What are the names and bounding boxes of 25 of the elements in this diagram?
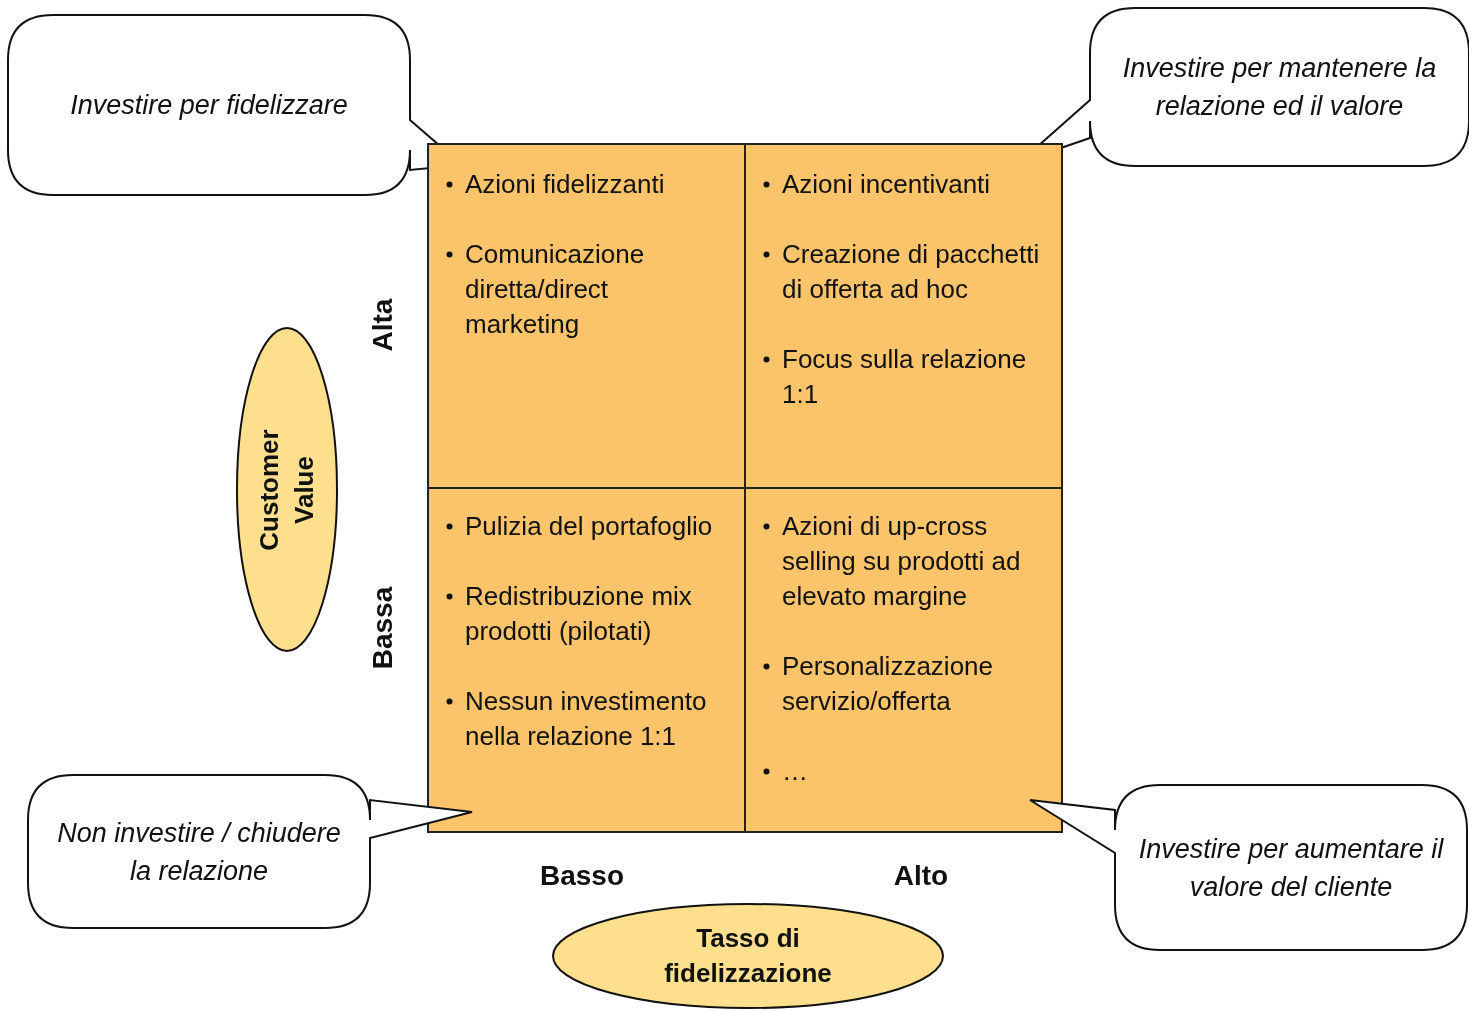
bullet-item: Azioni fidelizzanti	[465, 169, 665, 199]
matrix-quadrant	[427, 143, 746, 489]
bullet-item: Focus sulla relazione 1:1	[782, 344, 1027, 409]
callout-text: Non investire / chiudere la relazione	[56, 816, 342, 888]
bullet-item: Personalizzazione servizio/offerta	[782, 651, 993, 716]
callout-text: Investire per aumentare il valore del cliente	[1137, 832, 1445, 904]
bullet-item: Redistribuzione mix prodotti (pilotati)	[465, 581, 692, 646]
axis-title: Customer Value	[253, 427, 320, 553]
bullet-item: Azioni incentivanti	[782, 169, 991, 199]
bullet-item: Creazione di pacchetti di offerta ad hoc	[782, 239, 1040, 304]
bullet-item: Comunicazione diretta/direct marketing	[465, 239, 645, 339]
callout-text: Investire per fidelizzare	[70, 89, 348, 122]
axis-title: Tasso di fidelizzazione	[663, 922, 833, 990]
bullet-item: Pulizia del portafoglio	[465, 511, 713, 541]
axis-level-label: Basso	[540, 860, 624, 892]
matrix-quadrant	[744, 143, 1063, 489]
matrix-quadrant	[744, 487, 1063, 833]
bullet-item: Nessun investimento nella relazione 1:1	[465, 686, 707, 751]
axis-level-label: Alta	[367, 298, 399, 352]
callout-text: Investire per mantenere la relazione ed il valore	[1121, 52, 1438, 123]
bullet-item: Azioni di up-cross selling su prodotti ad elevato margine	[782, 511, 1021, 611]
axis-level-label: Bassa	[367, 586, 399, 670]
bullet-item: …	[782, 756, 808, 786]
axis-level-label: Alto	[893, 860, 949, 892]
matrix-quadrant	[427, 487, 746, 833]
